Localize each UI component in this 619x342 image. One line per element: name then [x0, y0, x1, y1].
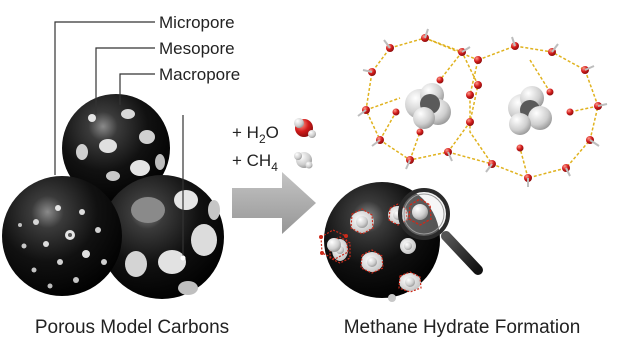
methane-guest-left: [405, 83, 451, 129]
hydrate-in-pore: [350, 208, 374, 235]
caption-porous-model-carbons: Porous Model Carbons: [35, 317, 229, 338]
methane-molecule-icon: [294, 152, 313, 169]
hydrate-loaded-sphere: [324, 182, 440, 302]
macropore-label: Macropore: [159, 65, 240, 84]
carbon-sphere-left: [2, 176, 122, 296]
mesopore-label: Mesopore: [159, 39, 235, 58]
carbon-sphere-top: [62, 94, 170, 202]
carbon-sphere-right: [100, 175, 224, 299]
mesopore-leader: [95, 47, 155, 114]
hydrate-cage-structure: [357, 28, 608, 187]
water-reactant-label: + H2O: [232, 123, 279, 146]
process-arrow: [232, 172, 316, 234]
macropore-leader: [119, 73, 155, 105]
methane-reactant-label: + CH4: [232, 151, 278, 174]
magnifier-icon: [398, 188, 483, 275]
caption-methane-hydrate-formation: Methane Hydrate Formation: [344, 317, 581, 338]
micropore-label: Micropore: [159, 13, 235, 32]
macropore-leader-dot: [180, 255, 186, 261]
reactants: + H2O + CH4: [232, 118, 316, 174]
hydrate-cage-small: [319, 229, 349, 260]
micropore-leader: [54, 21, 155, 175]
water-molecule-icon: [294, 118, 316, 138]
porous-carbon-spheres: [2, 21, 224, 299]
methane-guest-right: [508, 86, 552, 135]
